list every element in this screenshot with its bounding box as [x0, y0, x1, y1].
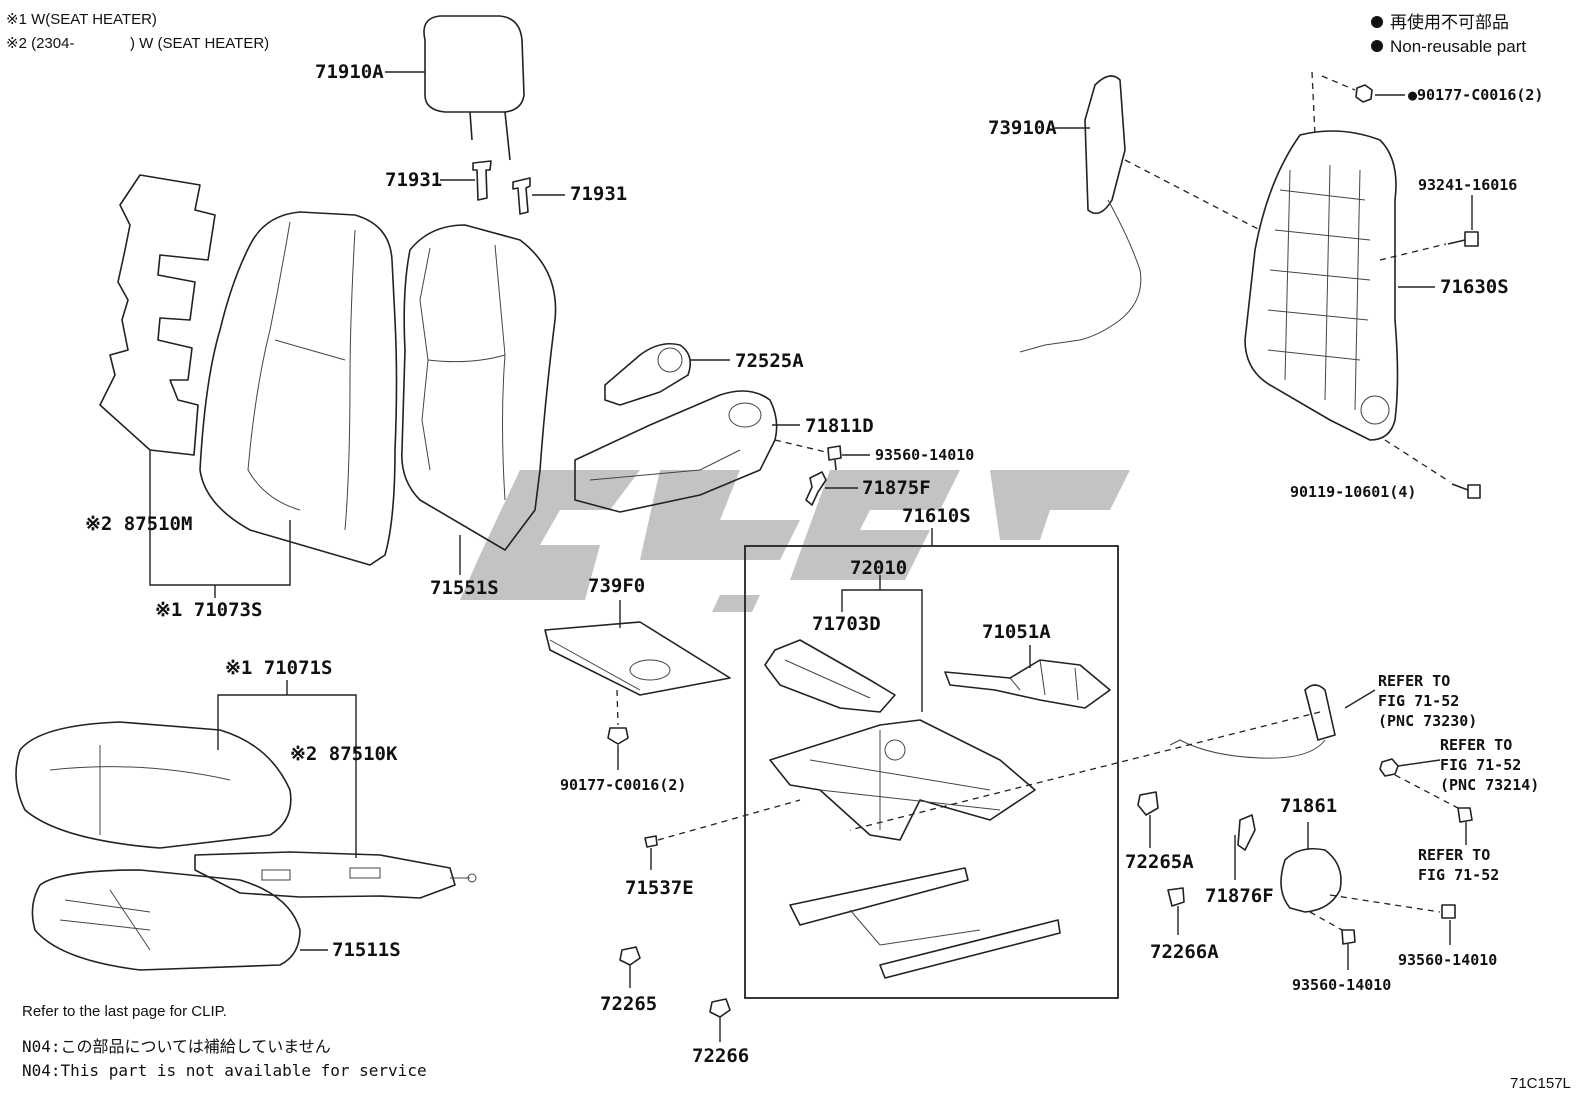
- label-71910A: 71910A: [315, 61, 384, 83]
- recliner-knob-cover-part: [1280, 847, 1342, 913]
- n04-note-en: N04:This part is not available for servi…: [22, 1061, 427, 1080]
- nut-part: [1355, 84, 1373, 103]
- screw-part: [1341, 929, 1356, 945]
- seat-adjuster-frame-part: [769, 719, 1036, 841]
- label-71811D: 71811D: [805, 415, 874, 437]
- note-seat-heater-1: ※1 W(SEAT HEATER): [6, 11, 157, 28]
- label-90177-C0016-bottom: 90177-C0016(2): [560, 776, 686, 794]
- seat-cushion-cover-part: [15, 721, 292, 849]
- figure-code: 71C157L: [1510, 1075, 1571, 1092]
- label-93560-14010-upper: 93560-14010: [875, 446, 974, 464]
- label-72265A: 72265A: [1125, 851, 1194, 873]
- label-87510K: ※2 87510K: [290, 743, 398, 765]
- label-739F0: 739F0: [588, 575, 645, 597]
- watermark-logo: [460, 470, 1130, 612]
- seatback-pad-part: [401, 224, 557, 551]
- seatback-frame-part: [1244, 130, 1399, 441]
- clip-reference-note: Refer to the last page for CLIP.: [22, 1003, 227, 1020]
- label-71073S: ※1 71073S: [155, 599, 262, 621]
- label-71511S: 71511S: [332, 939, 401, 961]
- label-87510M: ※2 87510M: [85, 513, 192, 535]
- clip-part: [805, 471, 827, 506]
- label-71610S: 71610S: [902, 505, 971, 527]
- clip-part: [1137, 791, 1159, 816]
- label-71931-right: 71931: [570, 183, 627, 205]
- nut-part: [607, 727, 629, 745]
- side-airbag-part: [1019, 75, 1142, 353]
- label-72266A: 72266A: [1150, 941, 1219, 963]
- seatback-cover-part: [199, 211, 398, 566]
- label-90177-C0016-top: ●90177-C0016(2): [1408, 86, 1543, 104]
- non-reusable-marker-icon: [1371, 40, 1383, 52]
- bolt-part: [1447, 231, 1479, 247]
- note-seat-heater-2-prefix: ※2 (2304-: [6, 35, 74, 52]
- headrest-guide-part: [472, 160, 531, 215]
- label-refer-2-line2: FIG 71-52: [1440, 756, 1521, 774]
- label-71630S: 71630S: [1440, 276, 1509, 298]
- label-refer-1-line3: (PNC 73230): [1378, 712, 1477, 730]
- label-71931-left: 71931: [385, 169, 442, 191]
- seatback-heater-part: [99, 174, 216, 456]
- seat-track-rail-part: [789, 867, 1061, 979]
- seat-cushion-pad-part: [31, 869, 301, 971]
- clip-part: [619, 946, 641, 966]
- label-73910A: 73910A: [988, 117, 1057, 139]
- label-72266: 72266: [692, 1045, 749, 1067]
- bolt-part: [1457, 807, 1473, 823]
- clip-part: [709, 998, 731, 1018]
- seat-spring-part: [944, 659, 1111, 709]
- label-72010: 72010: [850, 557, 907, 579]
- note-seat-heater-2-suffix: ) W (SEAT HEATER): [130, 35, 269, 52]
- label-72525A: 72525A: [735, 350, 804, 372]
- label-71051A: 71051A: [982, 621, 1051, 643]
- label-93560-14010-bottom: 93560-14010: [1292, 976, 1391, 994]
- screw-part: [1441, 904, 1456, 919]
- label-refer-3-line2: FIG 71-52: [1418, 866, 1499, 884]
- label-refer-2-line1: REFER TO: [1440, 736, 1512, 754]
- legend-jp: 再使用不可部品: [1390, 12, 1509, 32]
- nut-part: [1379, 758, 1399, 777]
- label-93560-14010-right: 93560-14010: [1398, 951, 1497, 969]
- label-71703D: 71703D: [812, 613, 881, 635]
- headrest-part: [423, 15, 525, 161]
- seat-belt-buckle-part: [1169, 684, 1336, 759]
- label-71537E: 71537E: [625, 877, 694, 899]
- label-71071S: ※1 71071S: [225, 657, 332, 679]
- bolt-part: [1451, 483, 1481, 499]
- seat-cushion-frame-part: [764, 639, 896, 713]
- recliner-cover-part: [604, 342, 691, 406]
- label-refer-2-line3: (PNC 73214): [1440, 776, 1539, 794]
- seat-heater-part: [194, 851, 477, 899]
- n04-note-jp: N04:この部品については補給していません: [22, 1037, 331, 1056]
- label-71876F: 71876F: [1205, 885, 1274, 907]
- label-refer-1-line1: REFER TO: [1378, 672, 1450, 690]
- non-reusable-marker-icon: [1371, 16, 1383, 28]
- seat-bottom-board-part: [544, 621, 731, 696]
- seat-shield-part: [574, 390, 778, 513]
- label-71861: 71861: [1280, 795, 1337, 817]
- screw-part: [827, 445, 842, 471]
- label-93241-16016: 93241-16016: [1418, 176, 1517, 194]
- label-72265: 72265: [600, 993, 657, 1015]
- label-refer-3-line1: REFER TO: [1418, 846, 1490, 864]
- seat-track-assembly-box: [744, 545, 1119, 999]
- legend-en: Non-reusable part: [1390, 37, 1526, 56]
- label-refer-1-line2: FIG 71-52: [1378, 692, 1459, 710]
- label-90119-10601: 90119-10601(4): [1290, 483, 1416, 501]
- cover-clip-part: [1237, 814, 1256, 851]
- clip-part: [1167, 887, 1185, 907]
- label-71875F: 71875F: [862, 477, 931, 499]
- clip-part: [644, 835, 658, 848]
- label-71551S: 71551S: [430, 577, 499, 599]
